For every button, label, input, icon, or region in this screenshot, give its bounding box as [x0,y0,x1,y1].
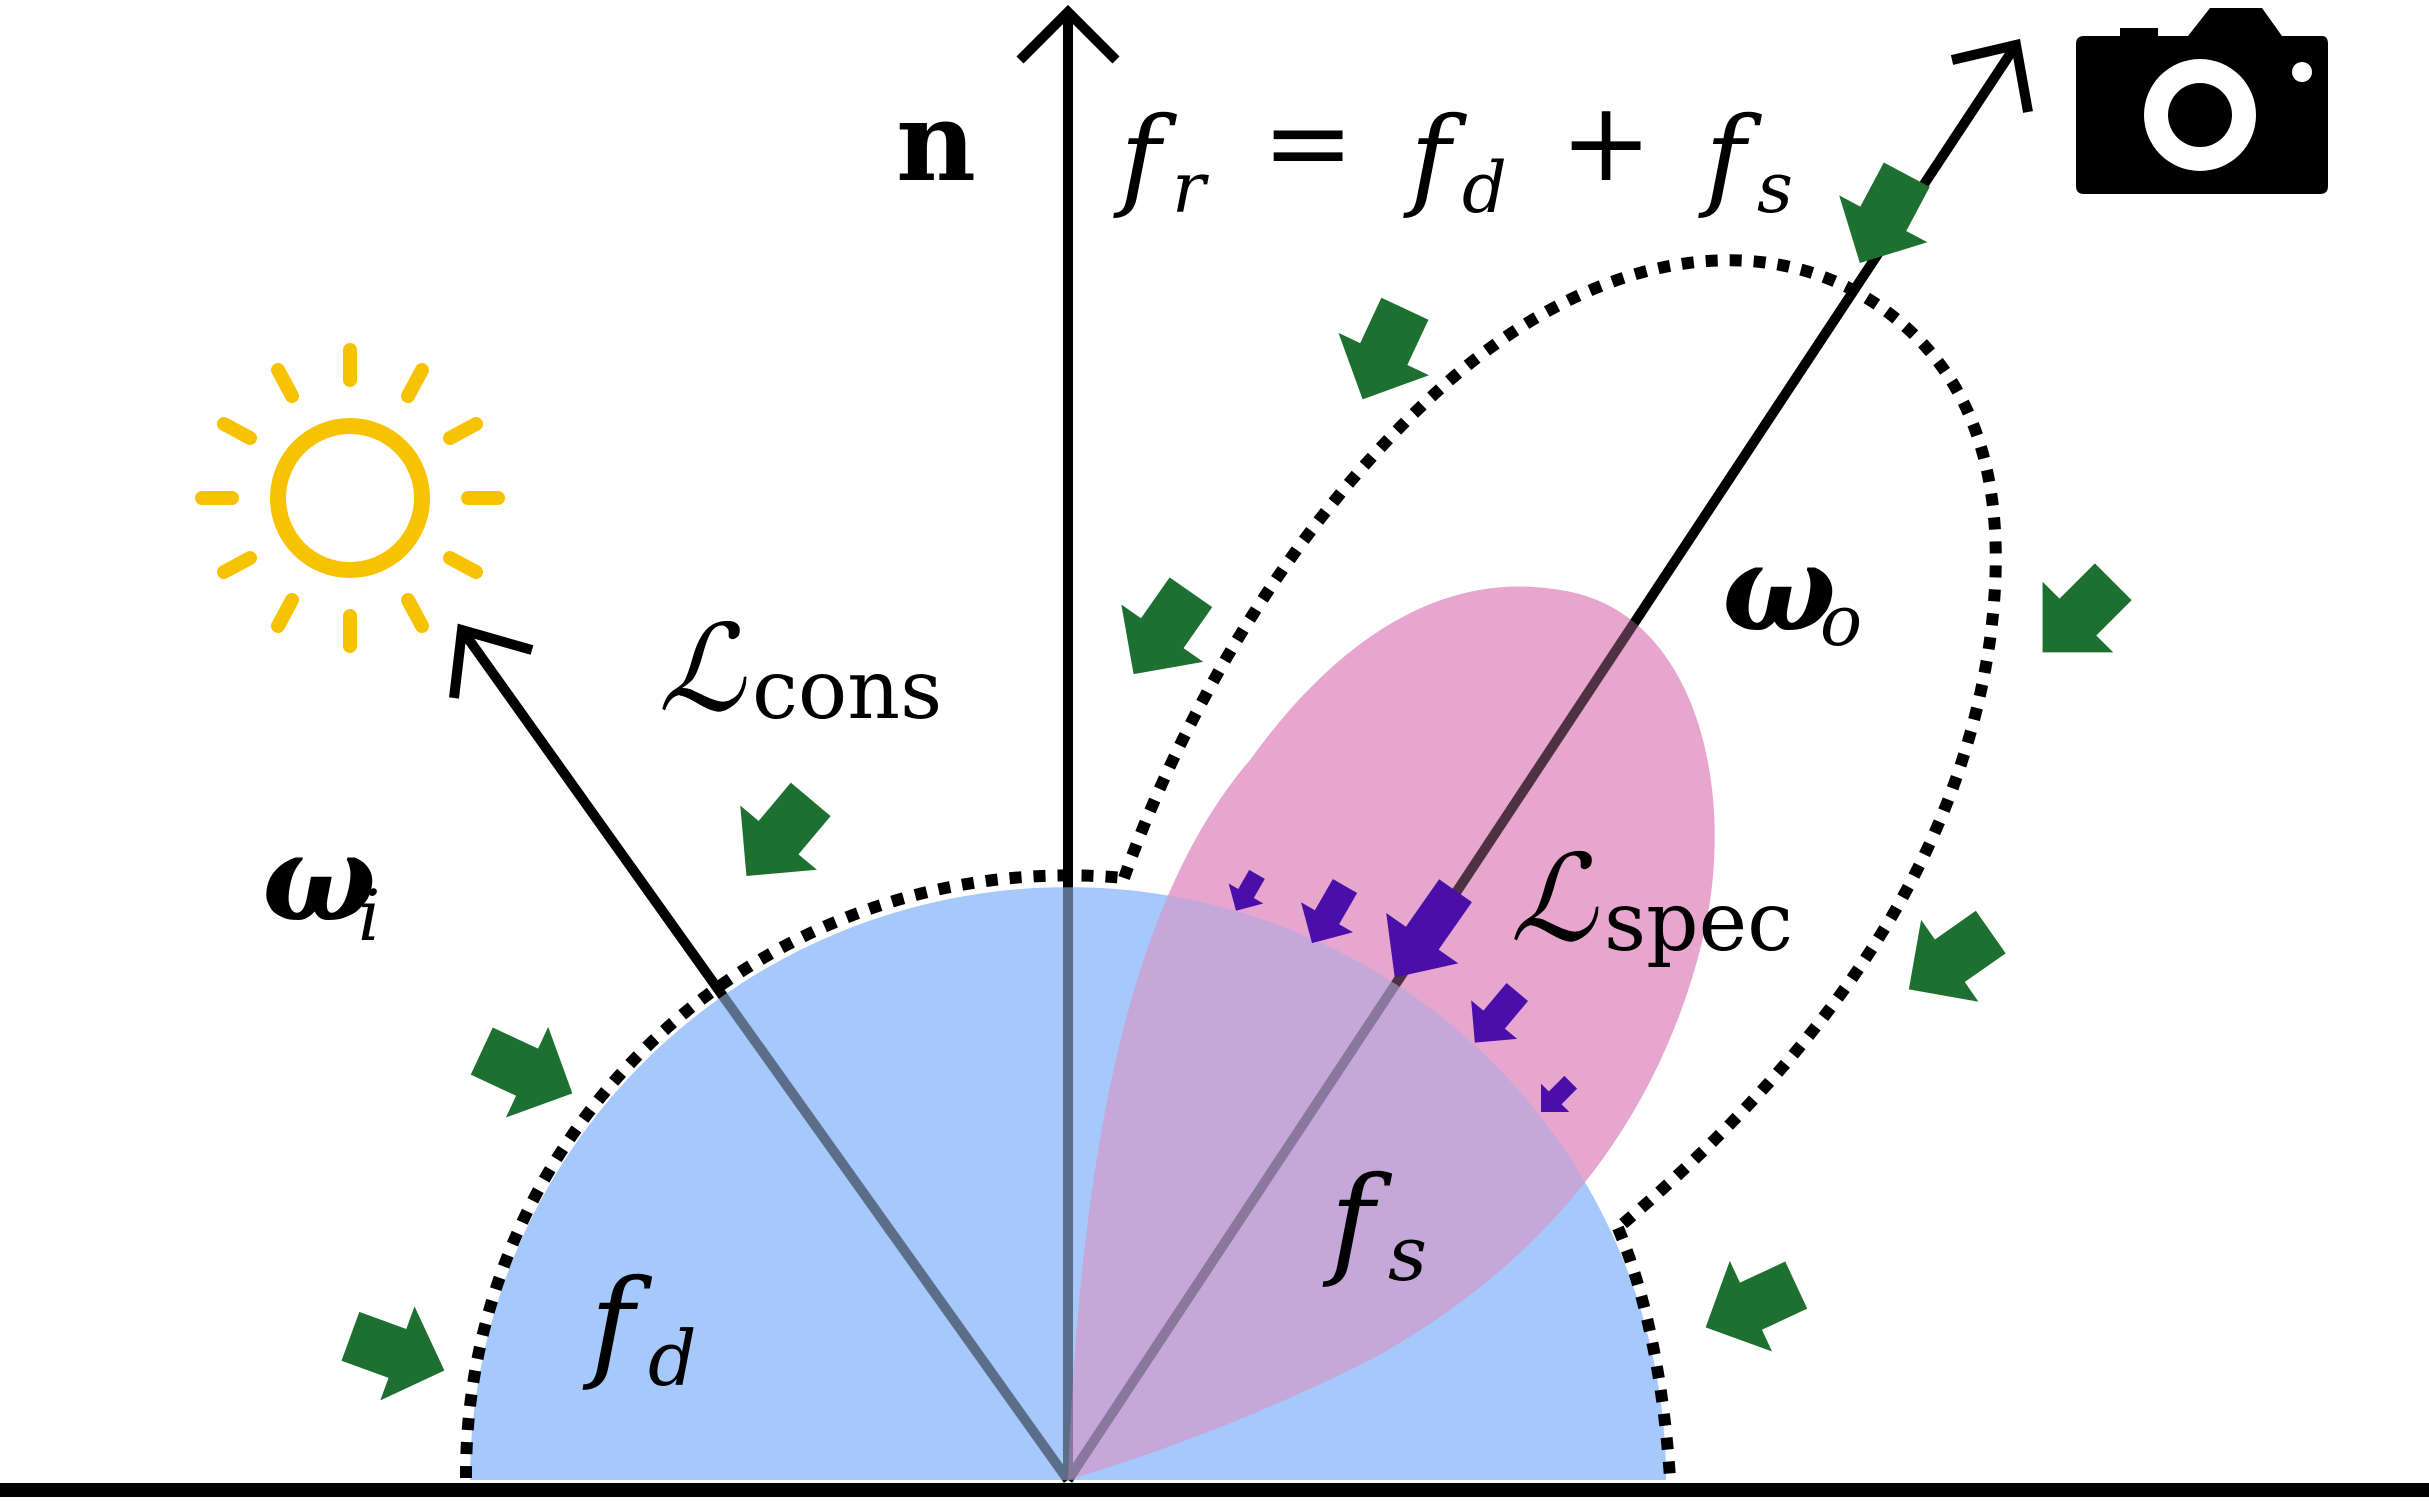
sun-icon [195,343,505,653]
green-arrow [2042,563,2132,653]
svg-text:ℒ: ℒ [1510,830,1599,969]
diffuse-lobe-overlay [470,887,1666,1480]
diffuse-outline [459,869,1125,1479]
incident-direction-arrowhead [449,623,534,699]
svg-text:ω: ω [262,808,376,949]
svg-text:f: f [1698,93,1762,221]
svg-text:d: d [1462,147,1507,229]
svg-text:+: + [1560,78,1652,206]
svg-text:s: s [1757,147,1793,229]
green-arrow [1839,162,1930,263]
svg-text:f: f [1403,93,1467,221]
brdf-equation: f r = f d + f s [1113,78,1793,229]
specular-lobe-overlay [1068,586,1715,1480]
omega-i-label: ω i [262,808,380,957]
svg-text:r: r [1172,147,1209,229]
green-arrow [470,1026,573,1118]
specular-arrows [1228,869,1578,1112]
purple-arrow [1228,869,1265,911]
svg-text:=: = [1262,78,1354,206]
l-spec-label: ℒ spec [1510,830,1793,970]
green-arrow [1121,577,1213,675]
green-arrow [341,1306,445,1401]
purple-arrow [1541,1075,1578,1112]
normal-arrowhead [1016,4,1120,64]
normal-label: n [896,77,976,206]
l-cons-label: ℒ cons [658,600,942,739]
purple-arrow [1301,879,1358,944]
green-arrow [1338,297,1430,400]
green-arrow [1705,1260,1808,1352]
svg-text:i: i [358,875,380,957]
diffuse-outline-right [1612,1225,1676,1479]
omega-o-label: ω o [1722,518,1862,662]
consistency-arrows [341,162,2132,1401]
svg-text:spec: spec [1604,875,1793,970]
svg-text:ℒ: ℒ [658,600,747,739]
specular-outline [1118,254,2002,1233]
svg-text:f: f [1113,93,1177,221]
purple-arrow [1386,879,1472,978]
outgoing-direction-arrowhead [1950,38,2033,113]
green-arrow [1908,910,2006,1002]
svg-text:cons: cons [752,643,942,738]
purple-arrow [1471,983,1529,1043]
camera-icon [2076,8,2328,194]
svg-text:o: o [1820,580,1862,662]
svg-text:ω: ω [1722,518,1836,659]
green-arrow [740,782,831,876]
svg-text:d: d [648,1314,697,1403]
svg-text:s: s [1388,1209,1427,1298]
